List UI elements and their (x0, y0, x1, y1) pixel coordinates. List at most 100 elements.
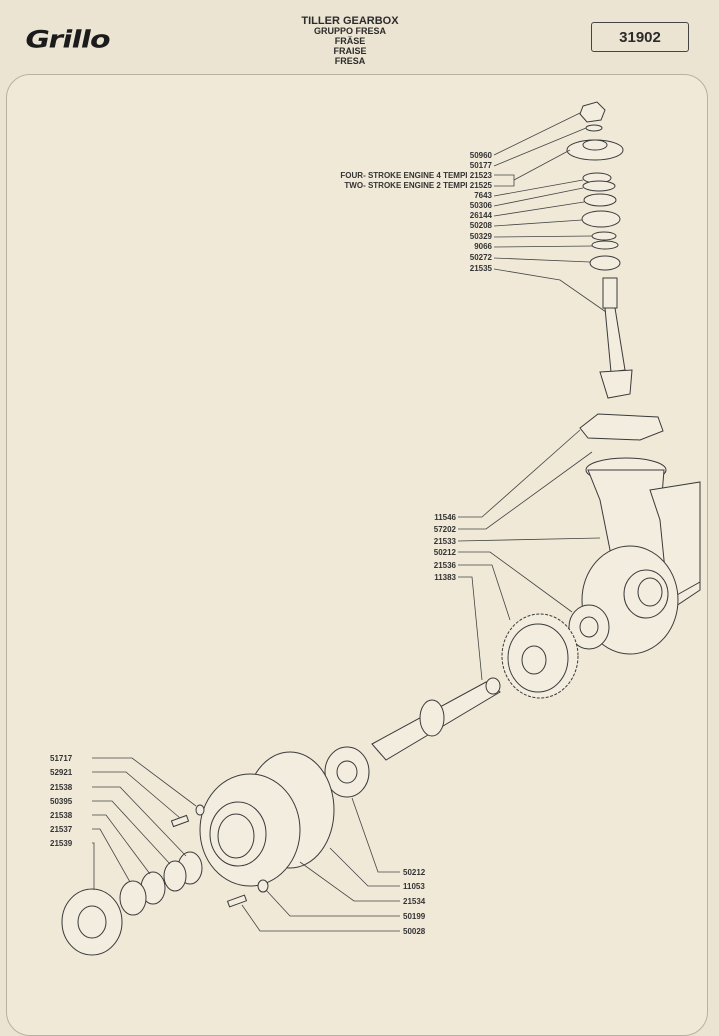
bearing (589, 255, 621, 271)
gasket (579, 413, 664, 441)
pinion-shaft-spline (602, 277, 618, 309)
leader-line (493, 219, 583, 227)
part-number-label: 21533 (434, 537, 457, 546)
spacer-ring (582, 180, 616, 192)
part-number-label: 50395 (50, 797, 73, 806)
part-number-label: 21535 (470, 264, 493, 273)
washer (195, 804, 205, 816)
part-number-label: 21538 (50, 811, 73, 820)
part-number-label: 57202 (434, 525, 457, 534)
part-number-label: 21536 (434, 561, 457, 570)
washer (591, 240, 619, 250)
title-line-de: FRÄSE (334, 36, 366, 46)
leader-line (494, 174, 515, 187)
leader-line (457, 537, 601, 542)
leader-line (92, 814, 151, 875)
part-number-label: 11546 (434, 513, 456, 522)
part-number-label: 50212 (434, 548, 457, 557)
part-number-label: 50177 (470, 161, 493, 170)
part-number-label: 52921 (50, 768, 73, 777)
leader-line (351, 797, 400, 873)
leader-line (493, 127, 587, 167)
leader-line (299, 861, 400, 902)
leader-line (458, 429, 581, 518)
leader-line (493, 257, 591, 263)
crown-wheel-bore (521, 645, 547, 675)
title-line-en: TILLER GEARBOX (301, 15, 399, 27)
part-number-label: 51717 (50, 754, 73, 763)
leader-line (92, 800, 171, 865)
part-number-label: 11053 (403, 882, 425, 891)
seal (583, 193, 617, 207)
housing-bore-inner (637, 577, 663, 607)
bearing-inner (336, 760, 358, 784)
leader-line (92, 757, 197, 807)
leader-line (493, 179, 584, 197)
part-number-label: 50329 (470, 232, 493, 241)
part-number-label: 7643 (474, 191, 492, 200)
spacer-ring (163, 860, 187, 892)
end-cap-inner (77, 905, 107, 939)
washer (585, 124, 603, 132)
seal (119, 880, 147, 916)
part-number-label: 50306 (470, 201, 493, 210)
title-line-es: FRESA (334, 56, 366, 66)
drawing-code: 31902 (591, 22, 689, 52)
leader-line (458, 551, 573, 613)
part-number-label: 26144 (470, 211, 493, 220)
drawing-sheet (6, 74, 708, 1036)
part-number-label: 50199 (403, 912, 426, 921)
leader-line (493, 235, 593, 238)
bearing (581, 210, 621, 228)
leader-line (458, 564, 511, 621)
washer (257, 879, 269, 893)
part-number-label: 21534 (403, 897, 426, 906)
part-number-label: 50960 (470, 151, 493, 160)
part-number-label: TWO- STROKE ENGINE 2 TEMPI 21525 (344, 181, 492, 190)
leader-line (92, 828, 131, 883)
leader-line (329, 847, 400, 887)
leader-line (458, 451, 593, 530)
housing-arm (649, 481, 701, 601)
title-line-it: GRUPPO FRESA (313, 26, 386, 36)
circlip (591, 231, 617, 241)
part-number-label: 50208 (470, 221, 493, 230)
bolt (170, 814, 190, 828)
side-cover (199, 751, 335, 887)
bolt (226, 894, 248, 908)
leader-line (92, 786, 187, 857)
title-line-fr: FRAISE (333, 46, 367, 56)
leader-line (493, 245, 593, 248)
leader-line (493, 112, 581, 156)
leader-line (513, 149, 571, 181)
shaft-spline (419, 699, 445, 737)
left-part-numbers: 51717 52921 21538 50395 21538 21537 2153… (50, 754, 73, 848)
pinion-gear (599, 369, 633, 399)
leader-line (92, 771, 181, 819)
part-number-label: FOUR- STROKE ENGINE 4 TEMPI 21523 (340, 171, 492, 180)
mid-part-numbers: 11546 57202 21533 50212 21536 11383 (434, 513, 457, 582)
bearing-inner (579, 616, 599, 638)
leader-line (493, 201, 585, 217)
part-number-label: 21538 (50, 783, 73, 792)
leader-line (92, 842, 95, 890)
leader-line (493, 187, 584, 207)
top-part-numbers: 50960 50177 FOUR- STROKE ENGINE 4 TEMPI … (340, 151, 492, 273)
pinion-stack (566, 101, 633, 399)
cover-bore-inner (217, 813, 255, 859)
leader-line (458, 576, 483, 681)
part-number-label: 21537 (50, 825, 73, 834)
nut (579, 101, 606, 123)
drawing-title: TILLER GEARBOX GRUPPO FRESA FRÄSE FRAISE… (300, 15, 400, 67)
shaft-end (485, 677, 501, 695)
bevel-gear-hub (582, 139, 608, 151)
leader-line (241, 904, 400, 932)
part-number-label: 50272 (470, 253, 493, 262)
part-number-label: 21539 (50, 839, 73, 848)
pinion-shaft (604, 307, 626, 373)
part-number-label: 11383 (434, 573, 456, 582)
part-number-label: 50028 (403, 927, 426, 936)
leader-line (265, 889, 400, 917)
leader-lines (92, 112, 607, 932)
